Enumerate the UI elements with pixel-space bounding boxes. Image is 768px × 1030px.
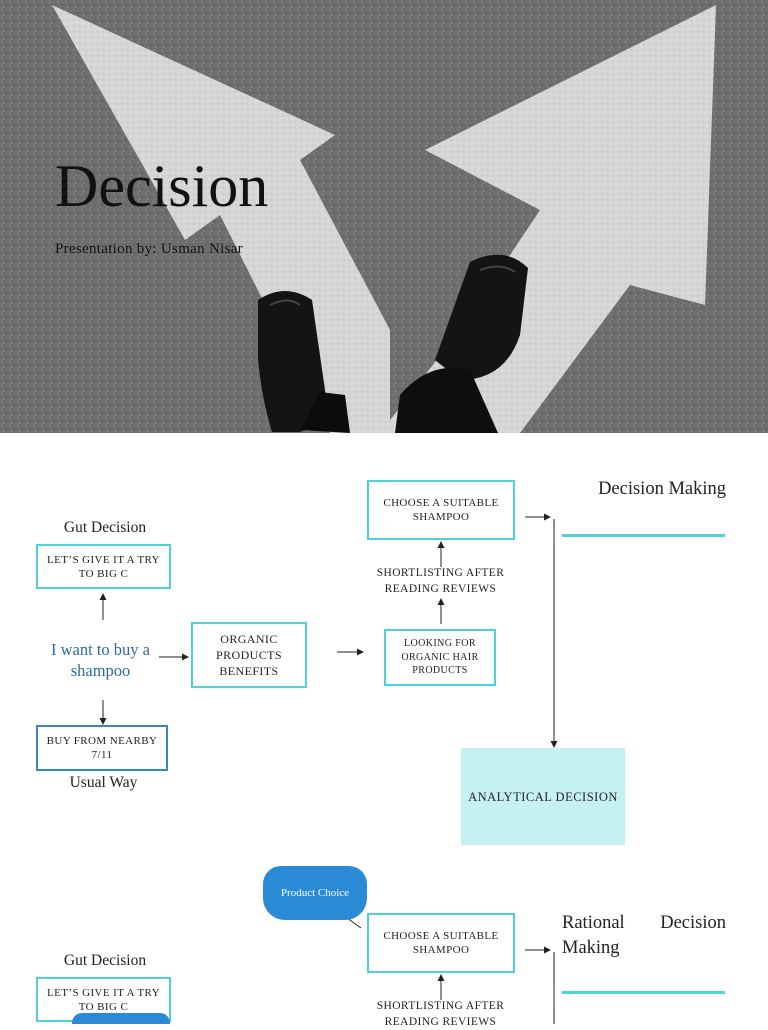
analytical-decision-box: ANALYTICAL DECISION	[461, 748, 625, 845]
usual-way-label: Usual Way	[69, 774, 138, 791]
heading-underline-2	[562, 991, 725, 994]
gut-decision-label-2: Gut Decision	[63, 952, 147, 969]
title-slide: Decision Presentation by: Usman Nisar	[0, 0, 768, 433]
start-statement: I want to buy a shampoo	[51, 640, 150, 680]
heading-underline	[562, 534, 725, 537]
blue-shape-partial	[72, 1013, 170, 1024]
gut-decision-box: LET’S GIVE IT A TRY TO BIG C	[36, 544, 171, 589]
choose-shampoo-box: CHOOSE A SUITABLE SHAMPOO	[367, 480, 515, 540]
organic-benefits-box: ORGANIC PRODUCTS BENEFITS	[191, 622, 307, 688]
presentation-title: Decision	[55, 153, 269, 219]
shoes-illustration	[258, 254, 528, 433]
looking-organic-box: LOOKING FOR ORGANIC HAIR PRODUCTS	[384, 629, 496, 686]
shortlisting-text-2: SHORTLISTING AFTER READING REVIEWS	[376, 1000, 505, 1028]
road-arrows-photo	[0, 0, 768, 433]
rational-decision-heading: Rational Decision Making	[562, 913, 726, 958]
usual-way-box: BUY FROM NEARBY 7/11	[36, 725, 168, 771]
presentation-subtitle: Presentation by: Usman Nisar	[55, 241, 243, 257]
product-choice-shape: Product Choice	[263, 866, 367, 920]
gut-decision-label: Gut Decision	[63, 519, 147, 536]
decision-making-heading: Decision Making	[598, 479, 726, 499]
shortlisting-text: SHORTLISTING AFTER READING REVIEWS	[376, 567, 505, 595]
choose-shampoo-box-2: CHOOSE A SUITABLE SHAMPOO	[367, 913, 515, 973]
